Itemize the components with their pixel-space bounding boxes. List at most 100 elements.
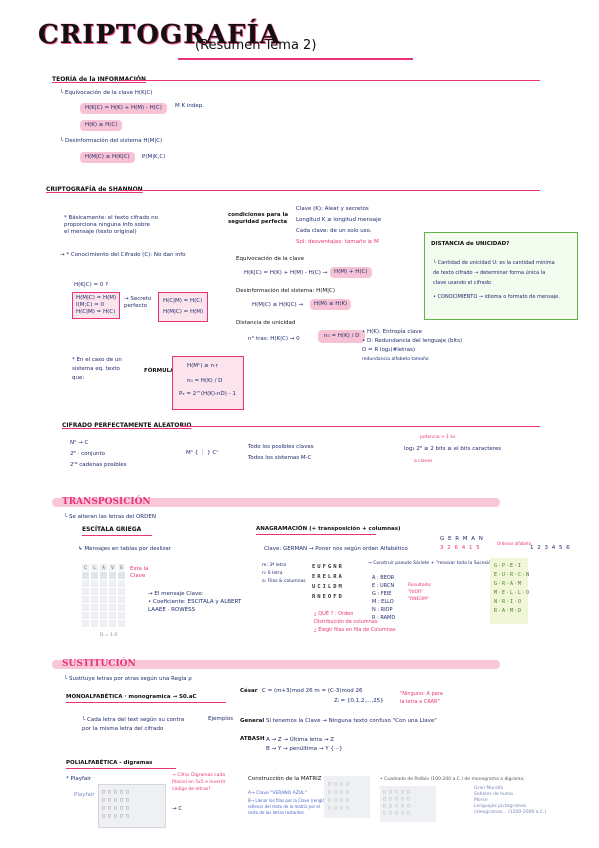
grid-caption: D = 1.0 (100, 633, 118, 638)
transposition-intro: └ Se alteran las letras del ORDEN (64, 514, 156, 520)
page-subtitle: (Resumen Tema 2) (195, 38, 317, 53)
random-bottom-note: a claves (414, 459, 433, 464)
unicity-title: Distancia de unicidad (236, 320, 296, 326)
anagram-title: ANAGRAMACIÓN (+ transposición + columnas… (256, 526, 401, 532)
desinf-formula: H(M|C) ≤ H(K|C) → (252, 302, 304, 308)
polybios-notes: Gran Murallá Señales de humo Morse Lengu… (474, 786, 547, 815)
cesar-label: César (240, 688, 258, 694)
green-paragraph-1: └ Cantidad de unicidad U: es la cantidad… (433, 260, 555, 286)
desinf-title: Desinformación del sistema: H(M|C) (236, 288, 335, 294)
page-title: CRIPTOGRAFÍA (38, 20, 281, 50)
scitala-grid: C L A V E (82, 564, 126, 627)
anagram-note-1: → Construir pseudo Sáriete + "renovar to… (368, 561, 496, 566)
anagram-side-notes: m: 3ª letra n: 6 letra a: Filas & column… (262, 563, 306, 584)
unicity-formula: n° tras: H(K|C) → 0 (248, 336, 300, 342)
shannon-bullet-1: * Básicamente: el texto cifrado no propo… (64, 215, 159, 235)
section-heading-shannon: CRIPTOGRAFÍA de SHANNON (46, 186, 143, 193)
cesar-note: "Ninguno: A para la letra a CRAR" (400, 691, 443, 705)
section-heading-substitution: SUSTITUCIÓN (62, 659, 136, 669)
anagram-questions: ¿ QUÉ ? : Orden Distribución de columnas… (314, 611, 396, 633)
divider (120, 190, 540, 191)
substitution-bar (52, 660, 500, 669)
matrix-construction: Construcción de la MATRIZ : (248, 776, 326, 782)
desinf-result: H(M) ≤ H(K) (310, 299, 352, 310)
shannon-bullet-3: * En el caso de un sistema eq. texto que… (72, 357, 122, 381)
desinformation: └ Desinformación del sistema H(M|C) (60, 138, 163, 144)
atbash-desc: A → Z → Última letra → Z B → Y → penúlti… (266, 737, 343, 752)
transposition-bar (52, 498, 500, 507)
divider (180, 426, 540, 427)
formula-3: H(M|C) ≤ H(K|C) (80, 152, 135, 163)
formula-2: H(K) ≥ H(C) (80, 120, 123, 131)
title-underline (178, 58, 413, 60)
section-heading-random: CIFRADO PERFECTAMENTE ALEATORIO (62, 422, 192, 429)
equiv-title: Equivocación de la clave (236, 256, 304, 262)
section-heading-transposition: TRANSPOSICIÓN (62, 497, 151, 507)
unicity-explanation: • H(K): Entropía clave • D: Redundancia … (362, 329, 463, 362)
secreto-label: → Secreto perfecto (124, 296, 152, 309)
scitala-title: ESCÍTALA GRIEGA (82, 526, 142, 533)
general-desc: Sí tenemos la Clave → Ninguna texto conf… (266, 718, 437, 724)
anagram-grid: EUFGNR ERELRA UCILDM RNEOFD (312, 564, 344, 600)
construction-matrix: ▢▢▢▢▢▢▢▢▢▢▢▢▢▢▢▢ (324, 776, 370, 818)
random-notes: Todo los posibles claves Todos los siste… (248, 444, 314, 461)
equiv-result: H(M) + H(C) (330, 267, 372, 278)
green-paragraph-2: • CONOCIMIENTO → idioma o formato de men… (433, 294, 560, 300)
divider (256, 534, 376, 535)
cesar-formula-2: Zᵢ = {0,1,2,...,25} (334, 698, 384, 704)
anagram-list: A : BEOR E : URCN G : FEIE M : ELLO N : … (372, 575, 396, 621)
random-right: log₂ 2ᴿ ≥ 2 bits ≥ el bits caracteres (404, 446, 502, 452)
divider (66, 768, 176, 769)
poly-title: POLIALFABÉTICA - digramas (66, 760, 153, 766)
equiv-key: └ Equivocación de la clave H(K|C) (60, 90, 153, 96)
section-heading-info: TEORÍA de la INFORMACIÓN (52, 76, 146, 83)
anagram-key: Clave: GERMAN → Poner nos según orden Al… (264, 546, 408, 552)
unicity-definition-box: DISTANCIA de UNICIDAD? └ Cantidad de uni… (424, 232, 578, 320)
playfair-bullet: * Playfair (66, 776, 92, 782)
playfair-label: Playfair (74, 792, 95, 798)
scitala-desc: ↳ Mensajes en tablas por deslizar (78, 546, 172, 552)
anagram-letters: G E R M A N (440, 536, 484, 542)
grid-note: Esta la Clave (130, 566, 149, 579)
matrix-step-b: B→ Llenar las filas por la Clave (rengló… (248, 798, 333, 815)
anagram-numbers: 3 2 6 4 1 5 (440, 545, 481, 551)
divider (82, 535, 152, 536)
mono-examples: Ejemplos (208, 716, 233, 722)
playfair-matrix: ▢▢▢▢▢▢▢▢▢▢▢▢▢▢▢▢▢▢▢▢ (98, 784, 166, 828)
formulas-box: H(Mⁿ) ≥ n·r n₀ = H(K) / D Pₑ = 2^(H(K)-n… (172, 356, 244, 410)
anagram-order-label: Ordenar alfabeto (497, 541, 532, 546)
general-label: General (240, 718, 265, 724)
matrix-step-a: A→ Clave "VERANO AZUL" (248, 791, 307, 796)
scitala-example: → El mensaje Clave: • Coeficiente: ESCIT… (148, 591, 242, 613)
formulas-label: FÓRMULAS : (144, 368, 183, 374)
perfect-secrecy-box: H(M|C) = H(M) I(M;C) = 0 H(C|M) = H(C) (72, 292, 121, 319)
atbash-label: ATBASH (240, 736, 265, 742)
polybios-title: • Cuadrado de Polibio (100-200 a.C.) de … (380, 777, 525, 782)
random-lines: Nᴷ → C 2ᴿ · conjunto 2ʳᴺ cadenas posible… (70, 440, 127, 468)
divider (66, 702, 226, 703)
playfair-note: → Cifrar Digramas cada fila/col en 5x5 e… (172, 773, 226, 792)
anagram-numbers-sorted: 1 2 3 4 5 6 (530, 545, 571, 551)
formula-4: P(M|K,C) (142, 154, 166, 160)
question: H(K|C) = 0 ? (74, 282, 108, 288)
substitution-intro: └ Sustituye letras por otras según una R… (64, 676, 192, 682)
equiv-formula: H(K|C) = H(K) + H(M) - H(C) → (244, 270, 328, 276)
shannon-bullet-2: → * Conocimiento del Cifrado (C): No dan… (60, 252, 186, 258)
polybios-square: ▢▢▢▢▢▢▢▢▢▢▢▢▢▢▢▢▢▢▢▢ (380, 786, 436, 822)
random-mapping: Mⁿ { ⋮ } Cⁿ (186, 450, 219, 456)
green-title: DISTANCIA de UNICIDAD? (431, 241, 510, 247)
mono-desc: └ Cada letra del text según su contra po… (82, 717, 185, 732)
conditions-label: condiciones para la seguridad perfecta (228, 212, 289, 225)
divider (120, 80, 540, 81)
anagram-result: Resultado: "RIOR" "RNEOM" (408, 583, 432, 602)
mono-title: MONOALFABÉTICA · monogramica → S0.aC (66, 694, 197, 700)
cesar-formula: C = (m+3)mod 26 m = (C-3)mod 26 (262, 688, 363, 694)
formula-1-note: M K indep. (175, 103, 204, 109)
conditions-list: Clave (K): Aleat y secretos Longitud K ≥… (296, 206, 382, 245)
playfair-arrow: → C (172, 806, 183, 812)
formula-1: H(K|C) = H(K) + H(M) - H(C) (80, 103, 167, 114)
perfect-secrecy-box-2: H(C|M) = H(C) H(M|C) = H(M) (158, 292, 209, 322)
unicity-result: n₀ = H(K) / D (318, 330, 366, 343)
random-top-note: potencia > 1 ks (420, 435, 456, 440)
